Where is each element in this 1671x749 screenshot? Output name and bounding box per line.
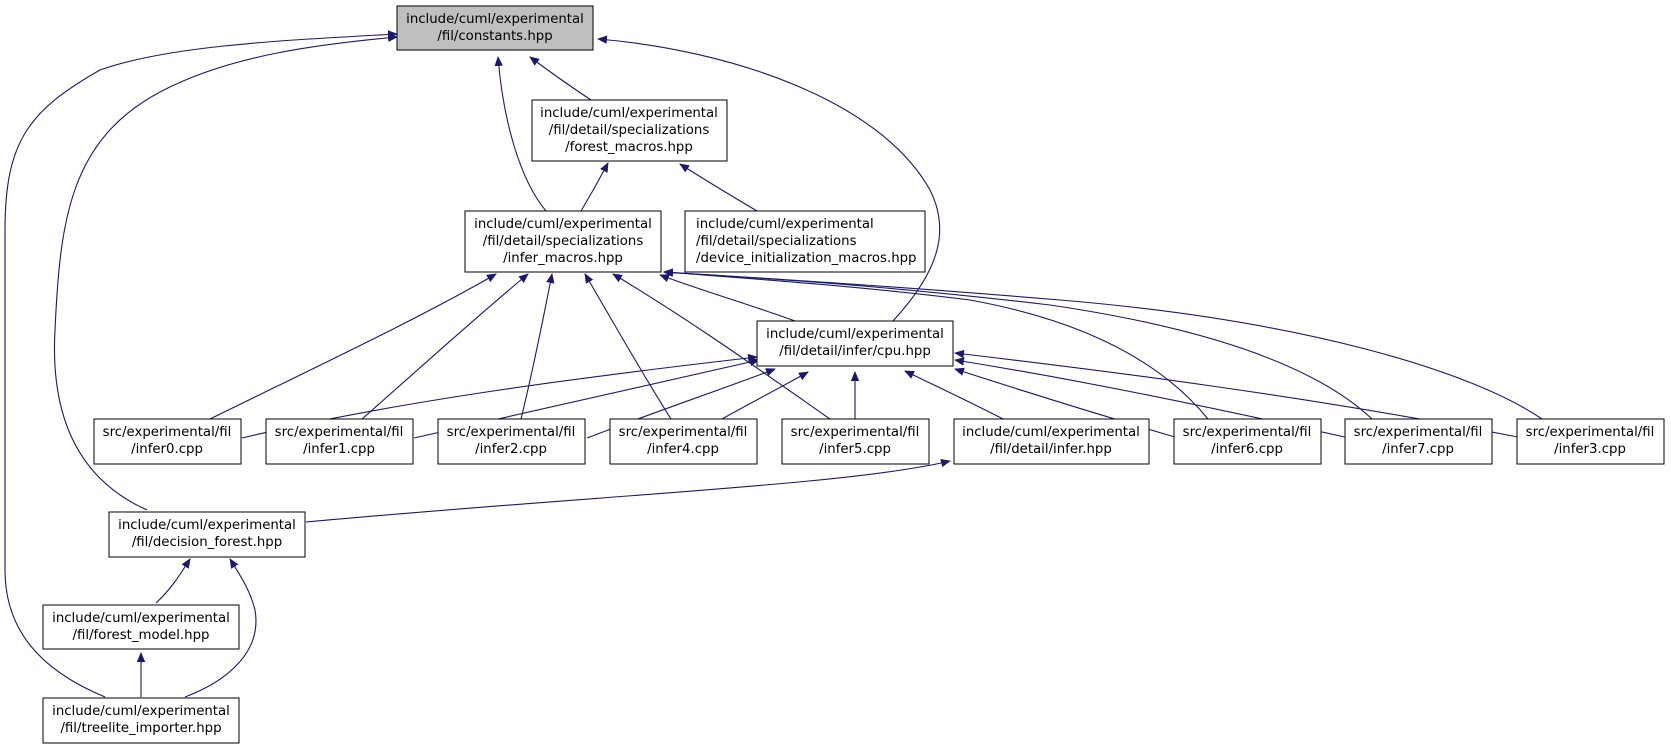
file-nodes: include/cuml/experimental /fil/constants… — [42, 5, 1665, 744]
edge-infer6-to-infer-macros — [663, 268, 1209, 420]
node-detail-infer-line-1: include/cuml/experimental — [962, 425, 1140, 440]
node-decision-forest-hpp[interactable]: include/cuml/experimental /fil/decision_… — [108, 511, 306, 558]
node-forest-macros-line-2: /fil/detail/specializations — [549, 123, 710, 138]
node-infer6-line-1: src/experimental/fil — [1183, 425, 1312, 440]
node-treelite-importer-line-2: /fil/treelite_importer.hpp — [60, 721, 221, 736]
node-constants-line-2: /fil/constants.hpp — [437, 29, 552, 44]
node-infer7-line-2: /infer7.cpp — [1382, 442, 1454, 457]
edge-forest-macros-to-constants — [529, 56, 592, 101]
node-device-init-line-1: include/cuml/experimental — [696, 217, 874, 232]
edge-infer0-to-infer-macros — [209, 273, 497, 420]
node-infer2-cpp[interactable]: src/experimental/fil /infer2.cpp — [437, 418, 586, 465]
node-infer0-line-2: /infer0.cpp — [131, 442, 203, 457]
edge-infer-macros-to-forest-macros — [580, 162, 609, 212]
edge-infer4-to-cpu — [721, 371, 809, 420]
node-infer3-line-2: /infer3.cpp — [1554, 442, 1626, 457]
node-infer-macros-line-1: include/cuml/experimental — [474, 217, 652, 232]
node-constants-hpp[interactable]: include/cuml/experimental /fil/constants… — [396, 5, 594, 51]
edge-device-init-to-forest-macros — [679, 163, 758, 212]
edge-infer3-to-infer-macros — [663, 268, 1543, 420]
node-constants-line-1: include/cuml/experimental — [406, 12, 584, 27]
node-infer6-cpp[interactable]: src/experimental/fil /infer6.cpp — [1173, 418, 1322, 465]
edge-detail-infer-to-cpu — [904, 370, 1004, 420]
edge-infer2-to-infer-macros — [520, 273, 555, 420]
node-infer2-line-2: /infer2.cpp — [475, 442, 547, 457]
node-cpu-hpp[interactable]: include/cuml/experimental /fil/detail/in… — [756, 320, 954, 367]
node-infer5-line-2: /infer5.cpp — [819, 442, 891, 457]
node-device-init-line-3: /device_initialization_macros.hpp — [696, 251, 917, 266]
node-forest-model-line-1: include/cuml/experimental — [52, 611, 230, 626]
node-infer1-line-1: src/experimental/fil — [275, 425, 404, 440]
edge-treelite-importer-to-constants — [4, 30, 398, 698]
node-infer7-cpp[interactable]: src/experimental/fil /infer7.cpp — [1344, 418, 1493, 465]
dependency-edges — [4, 30, 1543, 698]
node-treelite-importer-line-1: include/cuml/experimental — [52, 704, 230, 719]
node-infer6-line-2: /infer6.cpp — [1211, 442, 1283, 457]
node-infer4-line-2: /infer4.cpp — [647, 442, 719, 457]
node-infer0-cpp[interactable]: src/experimental/fil /infer0.cpp — [93, 418, 242, 465]
edge-cpu-to-infer-macros — [659, 274, 796, 322]
edge-cpu-to-constants — [597, 35, 941, 322]
node-infer5-line-1: src/experimental/fil — [791, 425, 920, 440]
node-infer3-line-1: src/experimental/fil — [1526, 425, 1655, 440]
node-detail-infer-hpp[interactable]: include/cuml/experimental /fil/detail/in… — [953, 418, 1150, 465]
node-treelite-importer-hpp[interactable]: include/cuml/experimental /fil/treelite_… — [42, 697, 240, 744]
node-infer1-cpp[interactable]: src/experimental/fil /infer1.cpp — [265, 418, 414, 465]
node-infer0-line-1: src/experimental/fil — [103, 425, 232, 440]
node-cpu-line-1: include/cuml/experimental — [766, 327, 944, 342]
edge-detail-infer-to-decision-forest — [305, 459, 951, 523]
node-infer1-line-2: /infer1.cpp — [303, 442, 375, 457]
node-forest-model-hpp[interactable]: include/cuml/experimental /fil/forest_mo… — [42, 604, 240, 650]
node-forest-model-line-2: /fil/forest_model.hpp — [73, 628, 210, 643]
node-forest-macros-hpp[interactable]: include/cuml/experimental /fil/detail/sp… — [531, 99, 728, 162]
edge-infer1-to-infer-macros — [361, 273, 529, 420]
edge-forest-model-to-decision-forest — [155, 558, 191, 604]
edge-treelite-importer-to-decision-forest — [184, 558, 257, 698]
edge-infer4-to-infer-macros — [584, 273, 672, 420]
node-infer4-cpp[interactable]: src/experimental/fil /infer4.cpp — [609, 418, 758, 465]
node-infer2-line-1: src/experimental/fil — [447, 425, 576, 440]
node-infer-macros-line-3: /infer_macros.hpp — [503, 251, 623, 266]
node-detail-infer-line-2: /fil/detail/infer.hpp — [990, 442, 1112, 457]
node-infer4-line-1: src/experimental/fil — [619, 425, 748, 440]
node-infer-macros-hpp[interactable]: include/cuml/experimental /fil/detail/sp… — [464, 210, 662, 273]
edge-infer5-to-infer-macros — [612, 273, 831, 420]
edge-infer-macros-to-constants — [494, 56, 547, 212]
node-forest-macros-line-1: include/cuml/experimental — [540, 106, 718, 121]
node-cpu-line-2: /fil/detail/infer/cpu.hpp — [779, 344, 931, 359]
edge-decision-forest-to-constants — [53, 33, 398, 511]
node-device-initialization-macros-hpp[interactable]: include/cuml/experimental /fil/detail/sp… — [684, 210, 926, 273]
node-forest-macros-line-3: /forest_macros.hpp — [565, 140, 693, 155]
node-device-init-line-2: /fil/detail/specializations — [696, 234, 857, 249]
node-decision-forest-line-1: include/cuml/experimental — [118, 518, 296, 533]
node-infer-macros-line-2: /fil/detail/specializations — [483, 234, 644, 249]
node-infer5-cpp[interactable]: src/experimental/fil /infer5.cpp — [781, 418, 930, 465]
node-infer3-cpp[interactable]: src/experimental/fil /infer3.cpp — [1516, 418, 1665, 465]
node-decision-forest-line-2: /fil/decision_forest.hpp — [132, 535, 282, 550]
node-infer7-line-1: src/experimental/fil — [1354, 425, 1483, 440]
